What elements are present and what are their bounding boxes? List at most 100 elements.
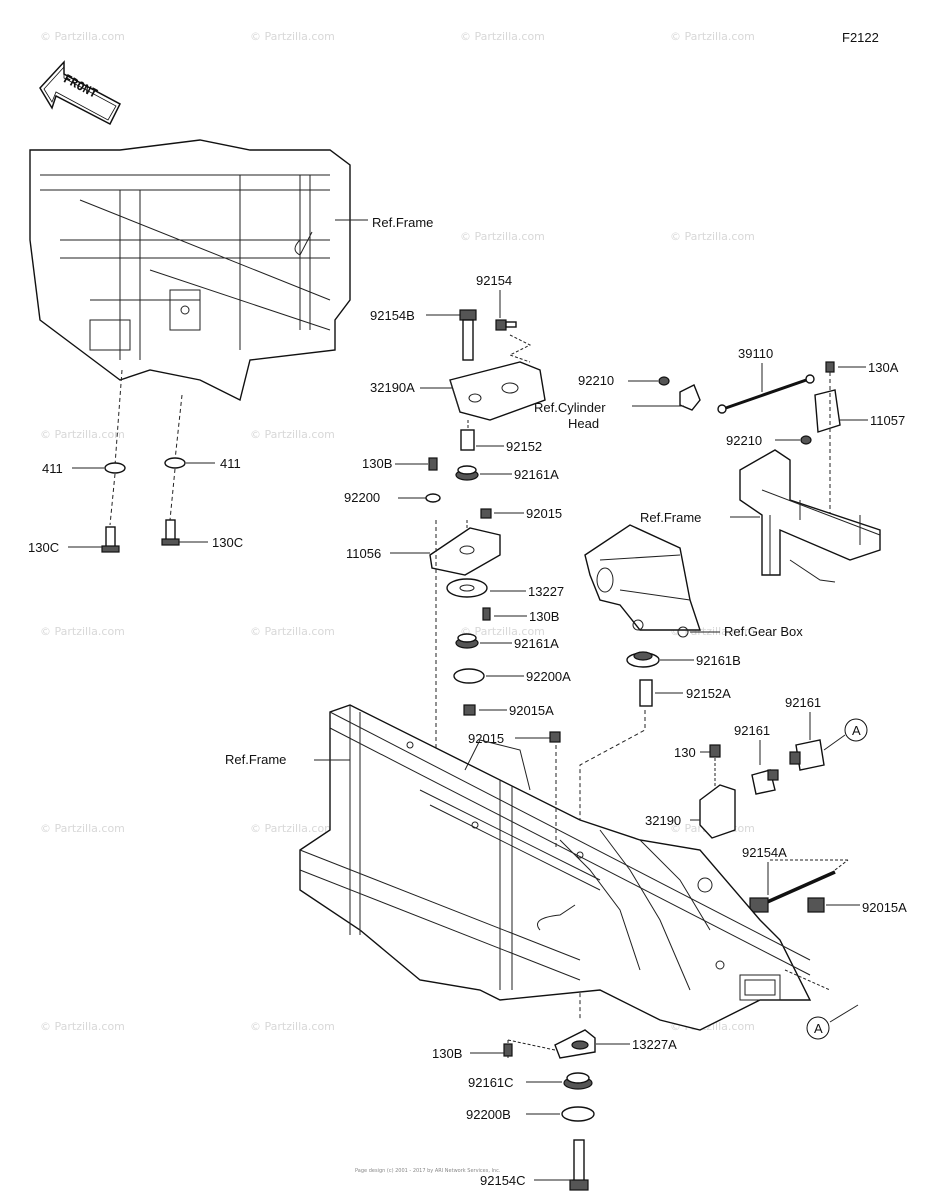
- bolt-130b-lower: [503, 1043, 513, 1057]
- front-direction-arrow: FRONT: [39, 60, 121, 126]
- watermark: © Partzilla.com: [670, 230, 755, 243]
- label-92015-lower: 92015: [468, 731, 504, 746]
- label-92161a-lower: 92161A: [514, 636, 559, 651]
- callout-a-upper-label: A: [852, 723, 861, 738]
- label-92015a-lower: 92015A: [862, 900, 907, 915]
- bolt-92154b: [459, 309, 477, 361]
- label-92154b: 92154B: [370, 308, 415, 323]
- watermark: © Partzilla.com: [250, 625, 335, 638]
- label-92161a-upper: 92161A: [514, 467, 559, 482]
- watermark: © Partzilla.com: [460, 30, 545, 43]
- right-frame-section: [739, 449, 881, 583]
- label-130: 130: [674, 745, 696, 760]
- collar-92152a: [639, 679, 653, 707]
- nut-92015-lower: [549, 731, 561, 743]
- mount-92161-a: [789, 739, 825, 771]
- label-130b-lower: 130B: [432, 1046, 462, 1061]
- cylinder-head-bracket: [679, 384, 701, 411]
- bushing-92161a-upper: [455, 465, 479, 481]
- label-92200b: 92200B: [466, 1107, 511, 1122]
- label-92200a: 92200A: [526, 669, 571, 684]
- label-ref-frame-lower: Ref.Frame: [225, 752, 286, 767]
- washer-411-right: [164, 457, 186, 469]
- label-130c-left: 130C: [28, 540, 59, 555]
- callout-a-lower-label: A: [814, 1021, 823, 1036]
- bolt-130c-right: [161, 519, 180, 546]
- label-92161b: 92161B: [696, 653, 741, 668]
- label-411-right: 411: [220, 456, 241, 471]
- watermark: © Partzilla.com: [40, 625, 125, 638]
- bolt-92154: [495, 319, 517, 331]
- bracket-11057: [814, 389, 841, 433]
- watermark: © Partzilla.com: [460, 625, 545, 638]
- watermark: © Partzilla.com: [40, 30, 125, 43]
- washer-92200b: [561, 1106, 595, 1122]
- label-92154: 92154: [476, 273, 512, 288]
- callout-a-upper[interactable]: [844, 718, 868, 742]
- watermark: © Partzilla.com: [250, 30, 335, 43]
- bolt-130b-mid: [482, 607, 491, 621]
- label-ref-cylinder-head-2: Head: [568, 416, 599, 431]
- callout-a-lower[interactable]: [806, 1016, 830, 1040]
- label-ref-frame-right: Ref.Frame: [640, 510, 701, 525]
- gear-box-mount: [584, 524, 701, 638]
- watermark: © Partzilla.com: [250, 1020, 335, 1033]
- label-92161c: 92161C: [468, 1075, 514, 1090]
- bracket-11056: [429, 527, 501, 576]
- label-130a: 130A: [868, 360, 899, 375]
- bushing-92161a-lower: [455, 633, 479, 649]
- label-92200: 92200: [344, 490, 380, 505]
- label-92161-a: 92161: [785, 695, 821, 710]
- label-32190: 32190: [645, 813, 681, 828]
- rod-39110: [717, 374, 815, 414]
- label-92152a: 92152A: [686, 686, 731, 701]
- watermark-layer: © Partzilla.com © Partzilla.com © Partzi…: [40, 30, 755, 1033]
- watermark: © Partzilla.com: [250, 822, 335, 835]
- washer-92200a: [453, 668, 485, 684]
- washer-411-left: [104, 462, 126, 474]
- plate-13227a: [554, 1029, 596, 1059]
- label-130b-mid: 130B: [529, 609, 559, 624]
- bolt-130b-upper: [428, 457, 438, 471]
- washer-92200: [425, 493, 441, 503]
- bushing-92161b: [626, 651, 660, 668]
- lower-frame-assembly: [299, 704, 812, 1031]
- label-13227a: 13227A: [632, 1037, 677, 1052]
- watermark: © Partzilla.com: [670, 30, 755, 43]
- label-11056: 11056: [346, 546, 381, 561]
- plate-13227: [446, 578, 488, 598]
- upper-frame-assembly: [29, 139, 368, 402]
- bolt-130: [709, 744, 721, 758]
- watermark: © Partzilla.com: [460, 230, 545, 243]
- bolt-130c-left: [101, 526, 120, 553]
- nut-92015a-lower: [807, 897, 825, 913]
- label-411-left: 411: [42, 461, 63, 476]
- label-11057: 11057: [870, 413, 905, 428]
- bracket-32190a: [449, 361, 546, 421]
- nut-92015a-upper: [463, 704, 476, 716]
- diagram-code: F2122: [842, 30, 879, 45]
- nut-92015: [480, 508, 492, 519]
- label-92015a-upper: 92015A: [509, 703, 554, 718]
- bushing-92161c: [563, 1072, 593, 1090]
- mount-92161-b: [751, 769, 779, 795]
- label-92154c: 92154C: [480, 1173, 526, 1188]
- nut-92210-upper: [658, 376, 670, 386]
- label-130c-right: 130C: [212, 535, 243, 550]
- label-92210-upper: 92210: [578, 373, 614, 388]
- bolt-92154a: [749, 870, 836, 913]
- label-92152: 92152: [506, 439, 542, 454]
- label-130b-upper: 130B: [362, 456, 392, 471]
- label-ref-gear-box: Ref.Gear Box: [724, 624, 803, 639]
- nut-92210-lower: [800, 435, 812, 445]
- label-92161-b: 92161: [734, 723, 770, 738]
- label-92210-lower: 92210: [726, 433, 762, 448]
- label-13227: 13227: [528, 584, 564, 599]
- label-92015: 92015: [526, 506, 562, 521]
- bolt-130a: [825, 361, 835, 373]
- bracket-32190: [699, 784, 736, 839]
- label-32190a: 32190A: [370, 380, 415, 395]
- bolt-92154c: [569, 1139, 589, 1191]
